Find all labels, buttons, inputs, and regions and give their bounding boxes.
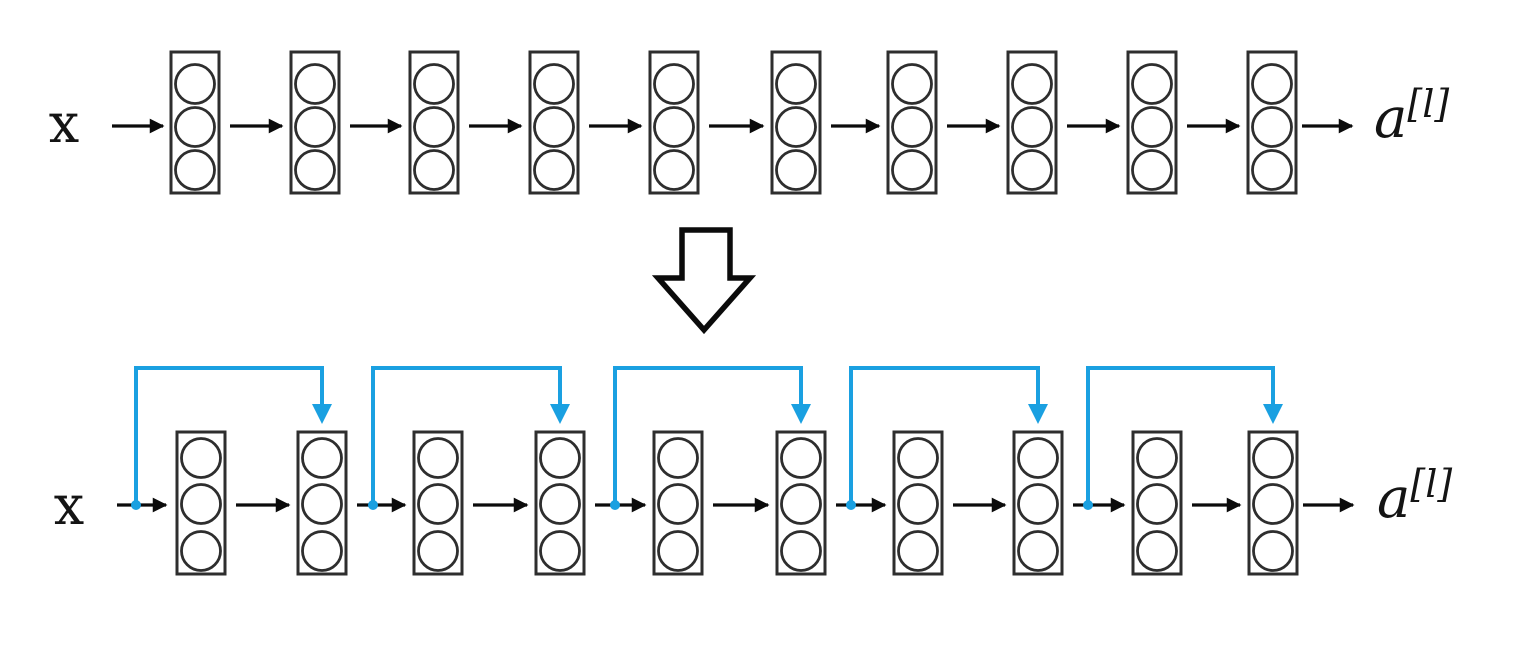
residual-network-output-label: a[l] [1377,462,1452,531]
residual-network-input-label: x [54,474,84,537]
plain-network-input-label: x [49,92,79,155]
neuron-circle [775,63,817,105]
neuron-circle [780,437,822,479]
neuron-circle [413,63,455,105]
neuron-circle [413,149,455,191]
neuron-circle [180,437,222,479]
neuron-circle [897,437,939,479]
neuron-circle [539,530,581,572]
neuron-circle [294,149,336,191]
neuron-circle [1017,437,1059,479]
neuron-circle [1251,63,1293,105]
neuron-circle [180,530,222,572]
neuron-circle [653,63,695,105]
neuron-circle [653,149,695,191]
skip-connection-line [371,366,562,505]
plain-network [112,50,1354,195]
neuron-circle [1251,149,1293,191]
skip-junction-dot [131,500,141,510]
neuron-circle [657,530,699,572]
neuron-circle [891,149,933,191]
neuron-circle [775,149,817,191]
skip-junction-dot [610,500,620,510]
skip-connection-line [134,366,324,505]
neuron-circle [1017,483,1059,525]
neuron-circle [417,437,459,479]
neuron-circle [1131,149,1173,191]
neuron-circle [533,63,575,105]
neuron-circle [533,106,575,148]
neuron-circle [539,437,581,479]
neuron-circle [1251,106,1293,148]
skip-connection-line [849,366,1040,505]
neuron-circle [1131,106,1173,148]
neuron-circle [1252,437,1294,479]
neuron-circle [1011,63,1053,105]
neuron-circle [775,106,817,148]
skip-connection-line [613,366,803,505]
neuron-circle [413,106,455,148]
big-hollow-down-arrow-icon [651,227,757,335]
neuron-circle [780,483,822,525]
neuron-circle [301,483,343,525]
neuron-circle [657,483,699,525]
skip-junction-dot [846,500,856,510]
neuron-circle [533,149,575,191]
skip-connection-line [1086,366,1275,505]
neuron-circle [657,437,699,479]
skip-connection-arrowhead [550,404,570,424]
skip-junction-dot [368,500,378,510]
neuron-circle [301,530,343,572]
neuron-circle [891,63,933,105]
skip-connection-arrowhead [791,404,811,424]
skip-connection-arrowhead [312,404,332,424]
neuron-circle [1252,530,1294,572]
neuron-circle [897,530,939,572]
neuron-circle [1252,483,1294,525]
neuron-circle [294,63,336,105]
neuron-circle [1017,530,1059,572]
skip-junction-dot [1083,500,1093,510]
skip-connection-arrowhead [1028,404,1048,424]
plain-network-output-label: a[l] [1374,82,1449,151]
neuron-circle [1011,149,1053,191]
neuron-circle [653,106,695,148]
neuron-circle [174,106,216,148]
neuron-circle [1011,106,1053,148]
neuron-circle [301,437,343,479]
neuron-circle [1136,437,1178,479]
residual-network [117,366,1355,576]
neuron-circle [539,483,581,525]
neuron-circle [1136,530,1178,572]
neuron-circle [174,63,216,105]
neuron-circle [417,530,459,572]
neuron-circle [780,530,822,572]
skip-connection-arrowhead [1263,404,1283,424]
neuron-circle [417,483,459,525]
neuron-circle [897,483,939,525]
neuron-circle [294,106,336,148]
neuron-circle [891,106,933,148]
neuron-circle [1136,483,1178,525]
neuron-circle [174,149,216,191]
neuron-circle [180,483,222,525]
neuron-circle [1131,63,1173,105]
